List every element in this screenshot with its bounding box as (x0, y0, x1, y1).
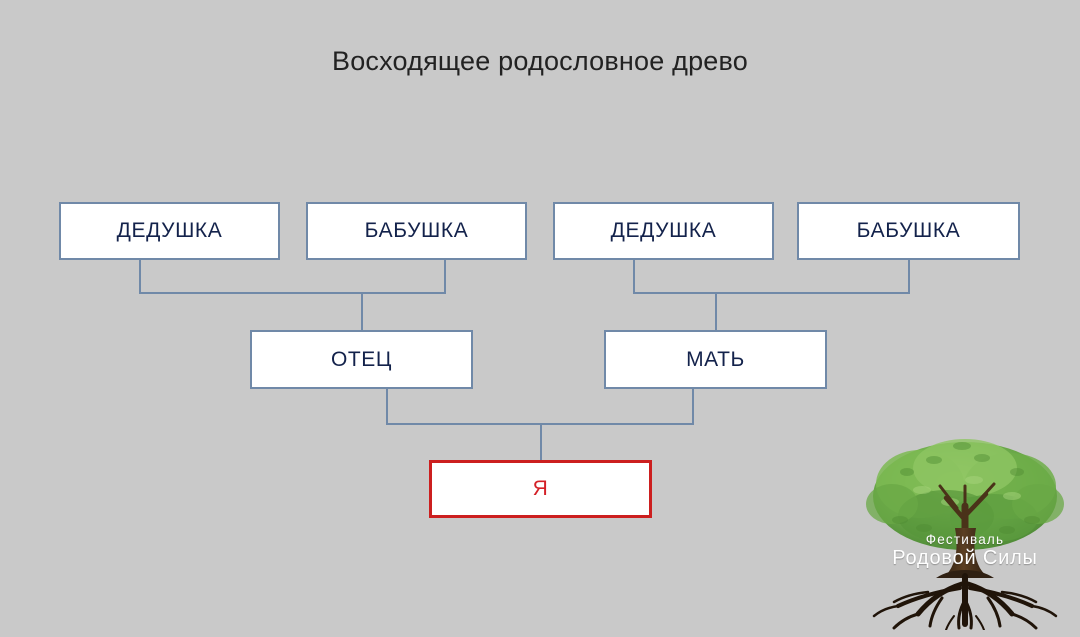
connector-grandparent-left-drop-1 (139, 260, 141, 293)
node-grandparents-1[interactable]: ДЕДУШКА (59, 202, 280, 260)
connector-grandparent-left-drop-2 (444, 260, 446, 293)
connector-grandparent-right-drop-1 (633, 260, 635, 293)
node-parents-2[interactable]: МАТЬ (604, 330, 827, 389)
festival-tree-logo: Фестиваль Родовой Силы (862, 424, 1068, 630)
node-grandparents-4[interactable]: БАБУШКА (797, 202, 1020, 260)
connector-self-riser (540, 423, 542, 461)
node-label: БАБУШКА (856, 219, 961, 242)
connector-father-drop (386, 389, 388, 424)
node-label: ДЕДУШКА (610, 219, 717, 242)
connector-mother-riser (715, 292, 717, 331)
node-self-1[interactable]: Я (429, 460, 652, 518)
node-label: ДЕДУШКА (116, 219, 223, 242)
node-grandparents-3[interactable]: ДЕДУШКА (553, 202, 774, 260)
connector-father-riser (361, 292, 363, 331)
node-label: Я (532, 477, 549, 500)
node-grandparents-2[interactable]: БАБУШКА (306, 202, 527, 260)
node-label: МАТЬ (686, 347, 745, 371)
connector-mother-drop (692, 389, 694, 424)
connector-grandparent-right-drop-2 (908, 260, 910, 293)
node-parents-1[interactable]: ОТЕЦ (250, 330, 473, 389)
connector-grandparent-right-bar (633, 292, 910, 294)
tree-with-roots-icon (866, 439, 1064, 630)
node-label: ОТЕЦ (330, 347, 393, 371)
connector-grandparent-left-bar (139, 292, 446, 294)
node-label: БАБУШКА (364, 219, 469, 242)
page-title: Восходящее родословное древо (332, 46, 748, 76)
